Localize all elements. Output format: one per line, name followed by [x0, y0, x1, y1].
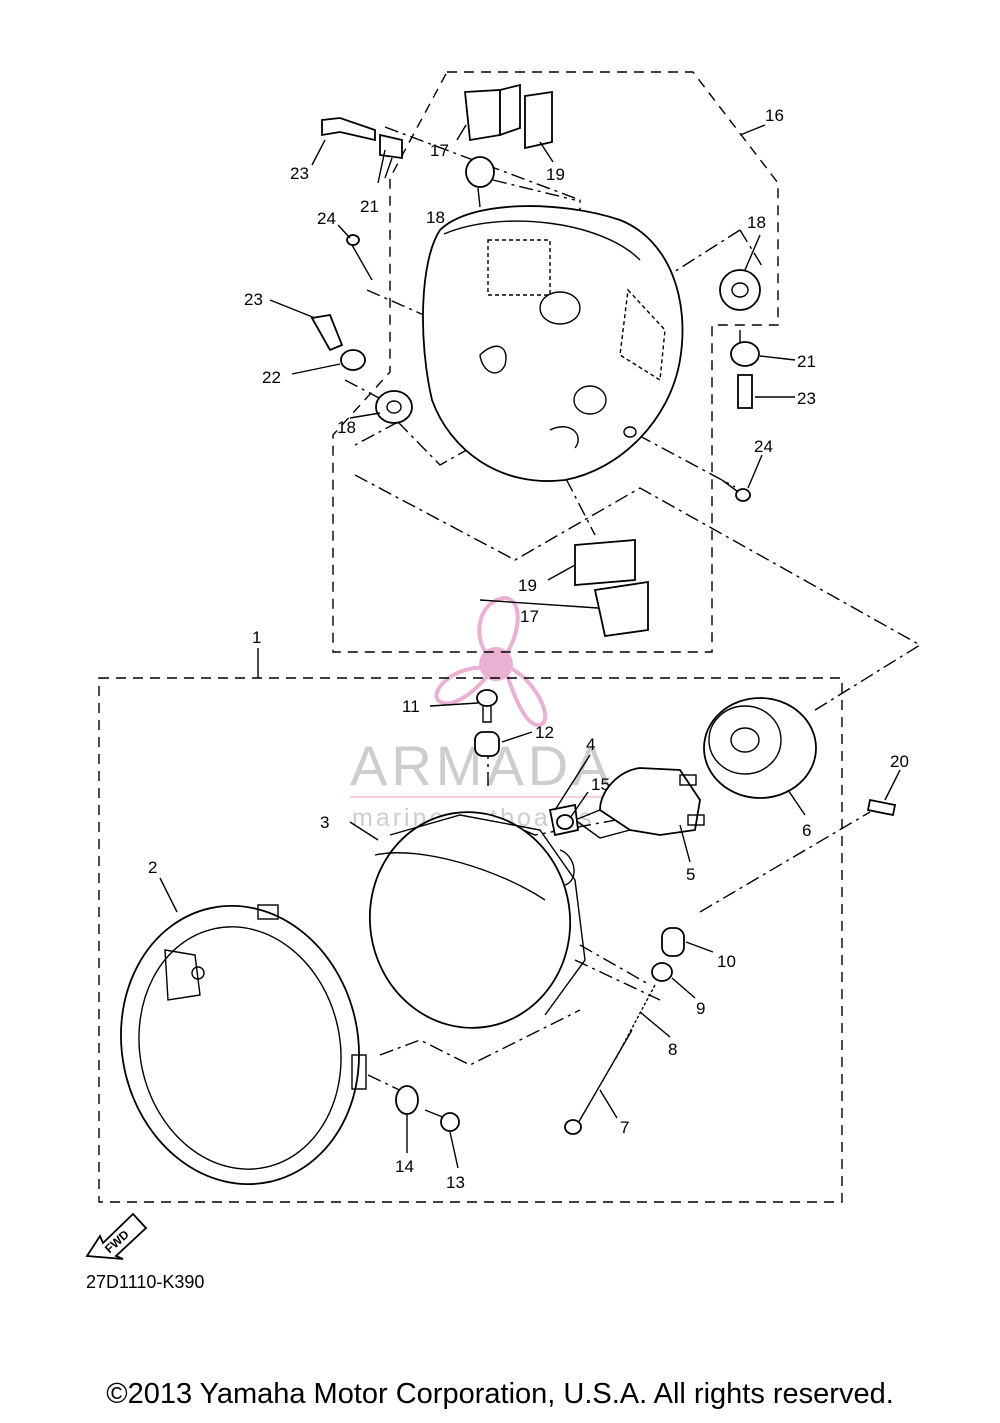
- callout-9: 9: [696, 999, 705, 1018]
- callout-18-upper: 18: [426, 208, 445, 227]
- callout-11: 11: [402, 697, 420, 716]
- callout-4: 4: [586, 735, 595, 754]
- diagram-code: 27D1110-K390: [86, 1272, 205, 1292]
- headlight-case: [422, 205, 684, 482]
- callout-16: 16: [765, 106, 784, 125]
- fwd-arrow: FWD: [85, 1212, 148, 1260]
- callout-labels: 1 2 3 4 5 6 7 8 9 10 11 12 13 14 15 16 1…: [148, 106, 909, 1192]
- callout-13: 13: [446, 1173, 465, 1192]
- group-1-outline: [98, 677, 843, 1203]
- callout-23-upper: 23: [290, 164, 309, 183]
- callout-19-upper: 19: [546, 165, 565, 184]
- callout-7: 7: [620, 1118, 629, 1137]
- callout-23-right: 23: [797, 389, 816, 408]
- callout-24-upper: 24: [317, 209, 336, 228]
- callout-14: 14: [395, 1157, 414, 1176]
- group-16-outline: [332, 71, 779, 653]
- headlight-body: [368, 811, 586, 1029]
- propeller-logo: [434, 595, 548, 728]
- callout-6: 6: [802, 821, 811, 840]
- bulb: [573, 767, 705, 839]
- copyright-notice: ©2013 Yamaha Motor Corporation, U.S.A. A…: [106, 1378, 894, 1410]
- callout-20: 20: [890, 752, 909, 771]
- leader-lines: [159, 124, 901, 1169]
- callout-5: 5: [686, 865, 695, 884]
- callout-24-right: 24: [754, 437, 773, 456]
- small-parts: [310, 83, 897, 1135]
- callout-8: 8: [668, 1040, 677, 1059]
- callout-3: 3: [320, 813, 329, 832]
- bulb-cover: [703, 697, 817, 799]
- callout-21-upper: 21: [360, 197, 379, 216]
- callout-18-left: 18: [337, 418, 356, 437]
- callout-17-upper: 17: [430, 141, 449, 160]
- callout-15: 15: [591, 775, 610, 794]
- callout-18-right: 18: [747, 213, 766, 232]
- callout-2: 2: [148, 858, 157, 877]
- headlight-rim: [120, 904, 367, 1186]
- callout-1: 1: [252, 628, 261, 647]
- callout-22: 22: [262, 368, 281, 387]
- callout-12: 12: [535, 723, 554, 742]
- callout-17-lower: 17: [520, 607, 539, 626]
- callout-10: 10: [717, 952, 736, 971]
- callout-19-lower: 19: [518, 576, 537, 595]
- callout-21-right: 21: [797, 352, 816, 371]
- callout-23-left: 23: [244, 290, 263, 309]
